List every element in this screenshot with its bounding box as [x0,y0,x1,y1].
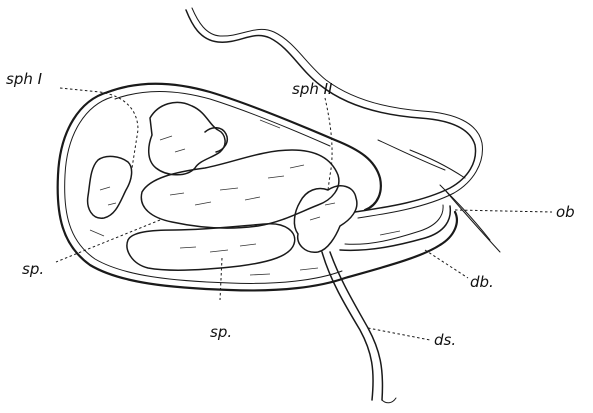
fibre-2 [445,190,500,252]
hatching [90,120,400,275]
leader-db [425,250,468,278]
label-db: db. [470,275,494,290]
central-lobe [141,150,339,228]
lower-lobe [127,224,295,270]
label-sp-left: sp. [22,262,44,277]
leader-ds [368,328,430,340]
duct-db [340,206,450,250]
fibre-4 [410,150,465,178]
leader-sph-I [60,88,138,168]
sph-I-lobe-main [149,102,225,174]
body-outline [58,92,457,290]
duct-ds-left [322,252,373,400]
duct-ds-tip [382,398,396,403]
label-sp-bottom: sp. [210,325,232,340]
leader-sp-bottom [220,258,222,300]
sph-I-lobe-small [205,128,227,152]
label-sph-II: sph II [292,82,332,97]
leader-sp-left [56,220,160,262]
label-ob: ob [556,205,575,220]
body-top-edge-inner [115,91,330,146]
duct-ob-outer [186,10,476,212]
sph-II-gland [294,186,357,252]
label-ds: ds. [434,333,456,348]
label-sph-I: sph I [6,72,42,87]
leader-ob [455,210,552,212]
fibre-3 [378,140,445,170]
